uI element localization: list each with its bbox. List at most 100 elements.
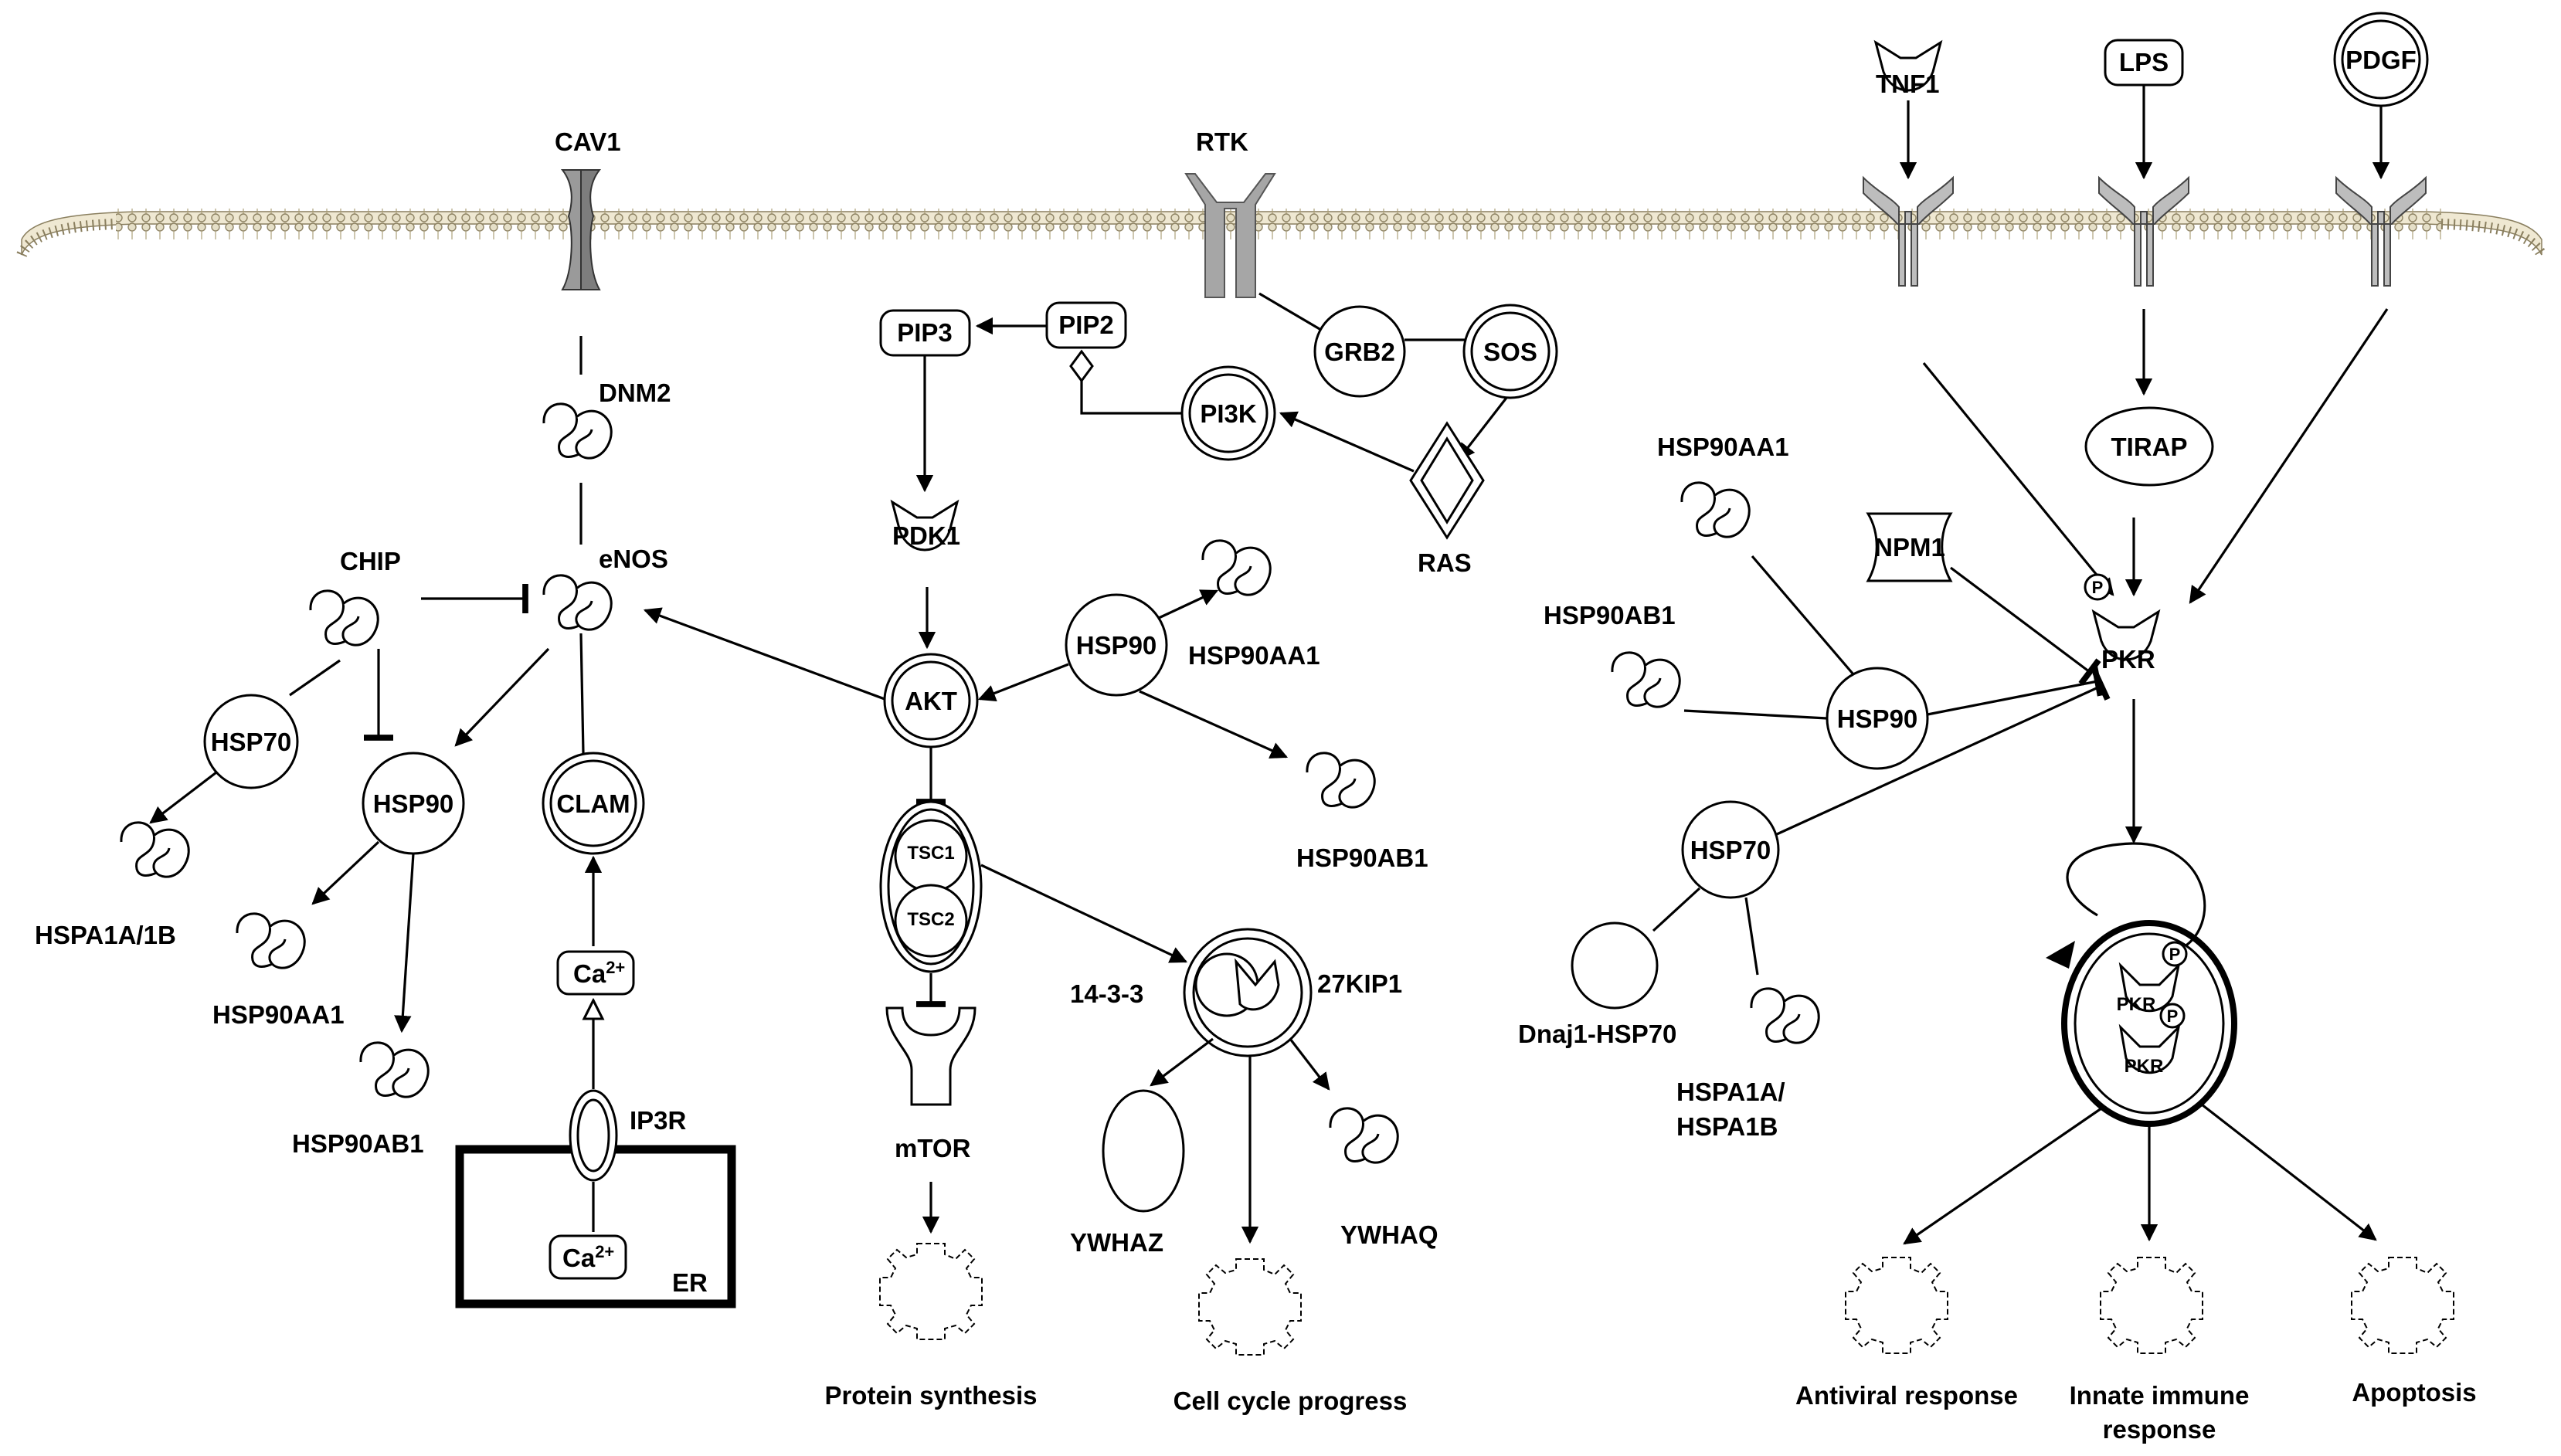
hsp90aa1-right-label: HSP90AA1 xyxy=(1657,433,1789,461)
edge-hsp70-hspa1a xyxy=(149,771,217,824)
hsp90aa1-left-label: HSP90AA1 xyxy=(212,1000,345,1029)
pkr-dimer-label-2: PKR xyxy=(2125,1056,2164,1077)
pip2-label: PIP2 xyxy=(1058,311,1114,339)
p27kip1-label: 27KIP1 xyxy=(1317,969,1402,998)
sos-node-inner xyxy=(1470,311,1551,392)
pkr-phospho-badge xyxy=(2084,573,2111,601)
edge-pkr-apoptosis xyxy=(2201,1103,2377,1241)
edge-hsp70-dnaj1 xyxy=(1652,887,1701,932)
hspa1a-right-icon xyxy=(1750,987,1820,1044)
pkr-dimer-phospho-2 xyxy=(2159,1003,2186,1029)
hspa1a-right-label-1: HSPA1A/ xyxy=(1676,1078,1785,1106)
hsp90ab1-middle-label: HSP90AB1 xyxy=(1296,843,1428,872)
apoptosis-gear-icon xyxy=(2351,1257,2454,1354)
edge-rtk-grb2 xyxy=(1258,292,1326,334)
enos-label: eNOS xyxy=(599,545,668,573)
tsc2-node xyxy=(894,884,968,958)
er-label: ER xyxy=(672,1268,708,1297)
hspa1a-left-label: HSPA1A/1B xyxy=(35,921,176,949)
cav1-label: CAV1 xyxy=(555,127,621,156)
edge-complex-ywhaz xyxy=(1150,1037,1214,1087)
tsc1-label: TSC1 xyxy=(907,843,954,864)
hsp90ab1-left-label: HSP90AB1 xyxy=(292,1129,424,1158)
edge-hsp90-hsp90aa1 xyxy=(311,840,380,905)
hsp90aa1-middle-icon xyxy=(1201,539,1272,596)
edge-hsp70-hspa1a xyxy=(1744,897,1759,976)
p27kip1-sub xyxy=(1235,958,1280,1011)
ywhaq-icon xyxy=(1329,1107,1399,1164)
mtor-label: mTOR xyxy=(895,1134,971,1162)
hsp70-left-label: HSP70 xyxy=(211,728,292,756)
innate-label-2: response xyxy=(2103,1415,2216,1444)
edge-hsp90-hsp90ab1-mid xyxy=(1139,690,1289,759)
cell-cycle-label: Cell cycle progress xyxy=(1174,1386,1408,1415)
ras-node-inner xyxy=(1420,436,1474,524)
ca-cytosol-label: Ca2+ xyxy=(573,958,625,988)
edge-complex-ywhaq xyxy=(1289,1038,1330,1091)
hspa1a-left-icon xyxy=(120,821,190,878)
edge-tnf1-pkr xyxy=(1922,361,2114,596)
ywhaq-label: YWHAQ xyxy=(1340,1220,1438,1249)
hsp90-left-label: HSP90 xyxy=(373,789,454,818)
grb2-label: GRB2 xyxy=(1324,338,1395,366)
ip3r-channel-inner xyxy=(576,1098,610,1173)
chip-icon xyxy=(309,589,379,647)
edge-chip-hsp70 xyxy=(289,659,341,697)
chip-label: CHIP xyxy=(340,547,401,575)
edge-hsp90aa1-hsp90 xyxy=(1751,555,1860,681)
pkr-monomer-top xyxy=(2118,962,2181,1013)
clam-label: CLAM xyxy=(556,789,630,818)
pi3k-label: PI3K xyxy=(1200,399,1257,428)
dnm2-label: DNM2 xyxy=(599,378,671,407)
edge-hsp90-akt xyxy=(977,663,1069,702)
edge-pkr-antiviral xyxy=(1903,1107,2102,1245)
innate-gear-icon xyxy=(2100,1257,2203,1354)
pi3k-pip2-diamond xyxy=(1069,349,1094,383)
pdgf-label: PDGF xyxy=(2345,46,2417,74)
pkr-dimer-phospho-1 xyxy=(2162,941,2188,967)
pkr-phospho-label: P xyxy=(2092,578,2104,597)
hsp90ab1-right-label: HSP90AB1 xyxy=(1544,601,1676,630)
ca-cytosol-node xyxy=(556,950,635,996)
hsp70-right-label: HSP70 xyxy=(1690,836,1771,864)
pdk1-label: PDK1 xyxy=(892,521,960,550)
ras-label: RAS xyxy=(1418,548,1472,577)
protein-synthesis-label: Protein synthesis xyxy=(824,1381,1037,1410)
pi3k-node-inner xyxy=(1188,373,1269,453)
antiviral-label: Antiviral response xyxy=(1795,1381,2018,1410)
ywhaz-label: YWHAZ xyxy=(1070,1228,1163,1257)
pkr-label: PKR xyxy=(2101,645,2155,674)
tsc2-label: TSC2 xyxy=(907,909,954,930)
edge-pi3k-pip2 xyxy=(1080,378,1182,415)
edge-enos-hsp90 xyxy=(454,647,550,747)
npm1-label: NPM1 xyxy=(1874,533,1945,562)
p1433-label: 14-3-3 xyxy=(1070,979,1143,1008)
autophospho-loop xyxy=(2066,842,2206,952)
hspa1a-right-label-2: HSPA1B xyxy=(1676,1112,1778,1141)
clam-node-inner xyxy=(549,759,637,847)
hsp90-middle-label: HSP90 xyxy=(1076,631,1157,660)
edge-akt-enos xyxy=(643,607,885,701)
dnm2-icon xyxy=(542,402,613,460)
pkr-dimer-label-1: PKR xyxy=(2117,994,2156,1015)
antiviral-gear-icon xyxy=(1845,1257,1948,1354)
edge-pdgf-pkr xyxy=(2189,308,2389,604)
npm1-node xyxy=(1866,512,1953,582)
sos-label: SOS xyxy=(1483,338,1537,366)
edge-ras-pi3k xyxy=(1279,411,1415,473)
dnaj1-label: Dnaj1-HSP70 xyxy=(1518,1020,1676,1048)
hsp70-right-node xyxy=(1681,800,1780,899)
tirap-node xyxy=(2084,406,2214,487)
hsp90-right-label: HSP90 xyxy=(1837,704,1918,733)
innate-label-1: Innate immune xyxy=(2070,1381,2250,1410)
pkr-dimer-phospho-1-label: P xyxy=(2169,945,2181,964)
pkr-dimer-phospho-2-label: P xyxy=(2167,1006,2179,1026)
dnaj1-node xyxy=(1571,921,1659,1010)
pkr-dimer-inner xyxy=(2074,932,2225,1115)
edge-hsp90-hsp90aa1-mid xyxy=(1158,589,1219,619)
hsp90aa1-left-icon xyxy=(236,912,306,969)
tnf1-label: TNF1 xyxy=(1876,70,1940,98)
autophospho-arrowhead xyxy=(2046,941,2075,969)
edge-npm1-pkr xyxy=(1950,566,2101,686)
